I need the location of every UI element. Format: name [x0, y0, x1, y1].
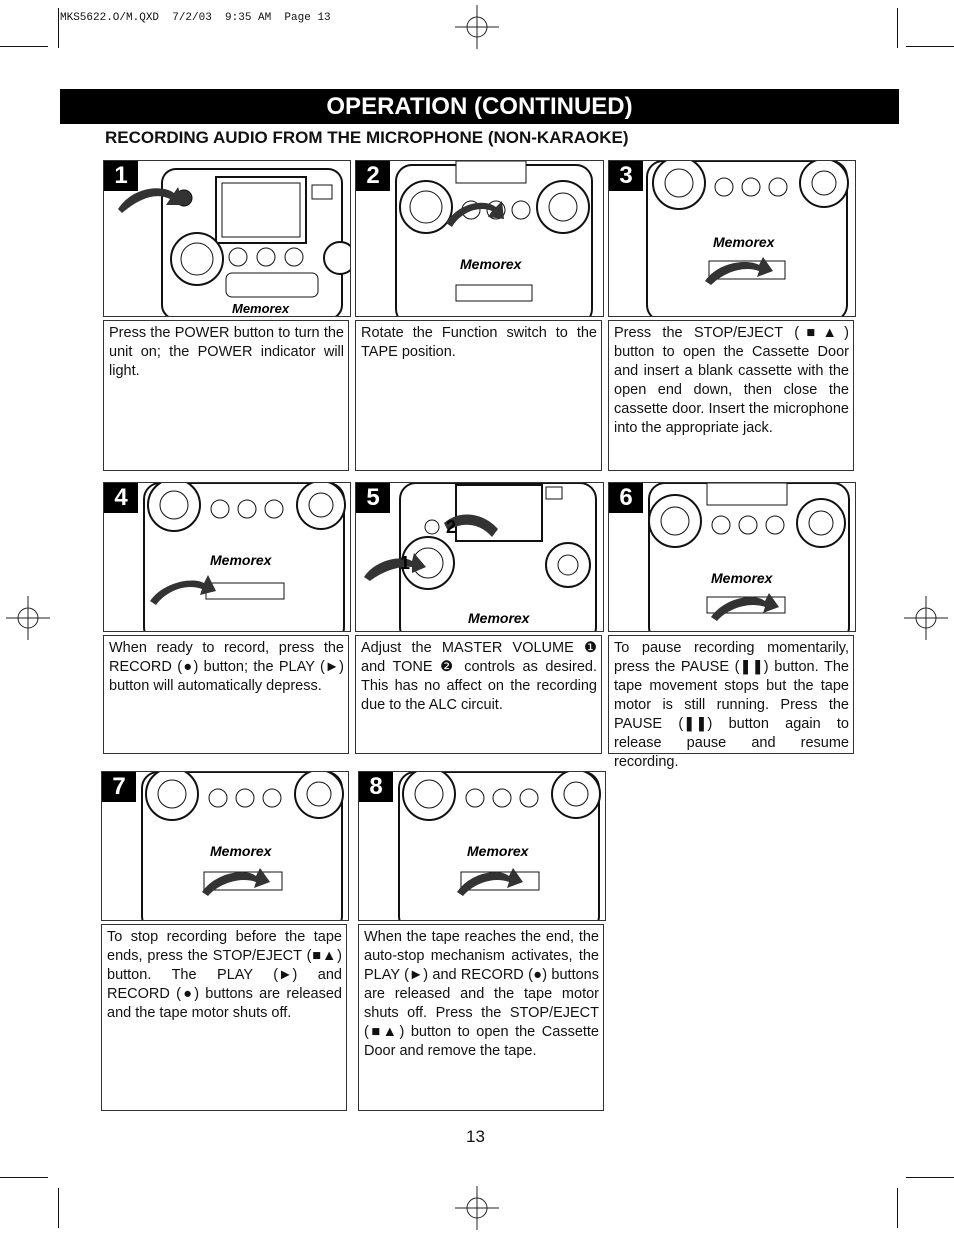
- page-title: OPERATION (CONTINUED): [60, 89, 899, 124]
- crop-mark: [897, 8, 898, 48]
- registration-mark-icon: [455, 1186, 499, 1230]
- crop-mark: [0, 46, 48, 47]
- step-number-8: 8: [359, 772, 393, 802]
- step-number-6: 6: [609, 483, 643, 513]
- brand-logo: Memorex: [460, 256, 523, 272]
- step-illustration-2: Memorex 2: [355, 160, 604, 317]
- page-number: 13: [466, 1127, 485, 1146]
- brand-logo: Memorex: [210, 843, 273, 859]
- step-illustration-4: Memorex 4: [103, 482, 351, 632]
- crop-mark: [58, 8, 59, 48]
- registration-mark-icon: [904, 596, 948, 640]
- step-text-5: Adjust the MASTER VOLUME ❶ and TONE ❷ co…: [355, 635, 602, 754]
- brand-logo: Memorex: [711, 570, 774, 586]
- brand-logo: Memorex: [467, 843, 530, 859]
- callout-1: 1: [400, 553, 410, 573]
- registration-mark-icon: [6, 596, 50, 640]
- step-text-3: Press the STOP/EJECT (■▲) button to open…: [608, 320, 854, 471]
- step-illustration-5: 1 2 Memorex 5: [355, 482, 604, 632]
- section-title: RECORDING AUDIO FROM THE MICROPHONE (NON…: [105, 128, 629, 147]
- step-illustration-3: Memorex 3: [608, 160, 856, 317]
- brand-logo: Memorex: [210, 552, 273, 568]
- step-number-1: 1: [104, 161, 138, 191]
- step-number-3: 3: [609, 161, 643, 191]
- crop-mark: [58, 1188, 59, 1228]
- step-text-1: Press the POWER button to turn the unit …: [103, 320, 349, 471]
- print-slug: MKS5622.O/M.QXD 7/2/03 9:35 AM Page 13: [60, 12, 331, 24]
- step-number-2: 2: [356, 161, 390, 191]
- step-number-4: 4: [104, 483, 138, 513]
- crop-mark: [0, 1177, 48, 1178]
- step-text-2: Rotate the Function switch to the TAPE p…: [355, 320, 602, 471]
- callout-2: 2: [446, 517, 456, 537]
- step-illustration-6: Memorex 6: [608, 482, 856, 632]
- registration-mark-icon: [455, 5, 499, 49]
- crop-mark: [897, 1188, 898, 1228]
- step-text-4: When ready to record, press the RECORD (…: [103, 635, 349, 754]
- step-number-5: 5: [356, 483, 390, 513]
- step-text-8: When the tape reaches the end, the auto-…: [358, 924, 604, 1111]
- step-illustration-1: Memorex 1: [103, 160, 351, 317]
- brand-logo: Memorex: [232, 301, 290, 316]
- step-text-6: To pause recording momentarily, press th…: [608, 635, 854, 770]
- brand-logo: Memorex: [468, 610, 531, 626]
- step-number-7: 7: [102, 772, 136, 802]
- brand-logo: Memorex: [713, 234, 776, 250]
- crop-mark: [906, 46, 954, 47]
- crop-mark: [906, 1177, 954, 1178]
- step-illustration-8: Memorex 8: [358, 771, 606, 921]
- step-illustration-7: Memorex 7: [101, 771, 349, 921]
- step-text-7: To stop recording before the tape ends, …: [101, 924, 347, 1111]
